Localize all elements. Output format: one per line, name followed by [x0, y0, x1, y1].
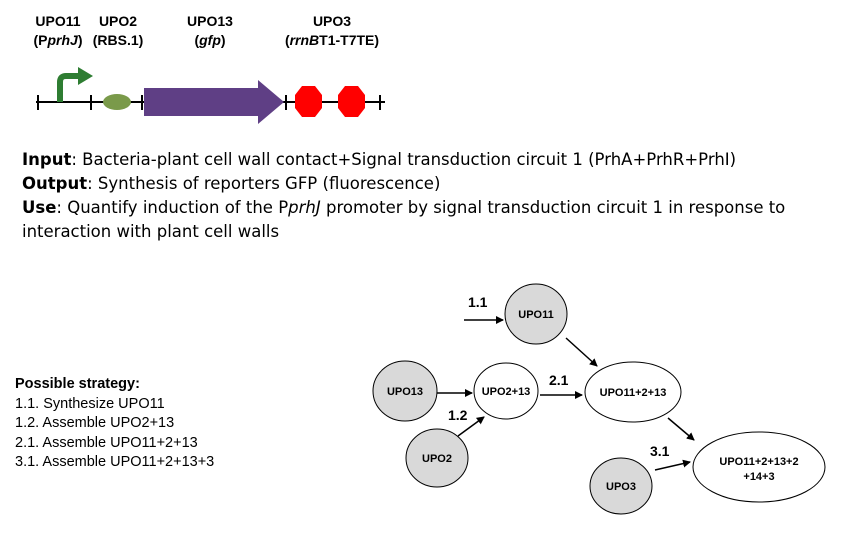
arrow-upo2-to-upo2-13	[457, 416, 485, 437]
part-label-upo11: UPO11 (PprhJ)	[28, 12, 88, 50]
node-upo2-13-label: UPO2+13	[482, 386, 531, 398]
part-code: UPO11	[35, 13, 81, 29]
part-label-upo13: UPO13 (gfp)	[180, 12, 240, 50]
part-code: UPO2	[98, 13, 138, 29]
node-upo11-2-13	[584, 361, 682, 423]
node-upo13	[372, 360, 438, 422]
use-line: Use: Quantify induction of the PprhJ pro…	[22, 196, 852, 244]
strategy-step: 2.1. Assemble UPO11+2+13	[15, 434, 198, 451]
promoter-icon	[57, 73, 80, 102]
cds-gfp-icon	[144, 80, 284, 124]
node-final-label-line2: +14+3	[743, 471, 774, 483]
node-upo11-label: UPO11	[518, 309, 553, 321]
node-final-label-line1: UPO11+2+13+2	[719, 456, 798, 468]
node-upo2-label: UPO2	[422, 453, 452, 465]
node-upo11-2-13-label: UPO11+2+13	[600, 387, 667, 399]
use-label: Use	[22, 198, 57, 217]
terminator-icon	[338, 86, 365, 117]
part-label-upo3: UPO3 (rrnBT1-T7TE)	[272, 12, 392, 50]
arrow-upo11-2-13-to-final	[667, 417, 695, 441]
node-upo3-label: UPO3	[606, 481, 636, 493]
part-label-upo2: UPO2 (RBS.1)	[88, 12, 148, 50]
output-text: : Synthesis of reporters GFP (fluorescen…	[87, 174, 441, 193]
node-upo2	[405, 428, 469, 488]
node-upo2-13	[473, 362, 539, 420]
part-function: (PprhJ)	[33, 32, 83, 48]
node-upo11	[504, 283, 568, 345]
strategy-step: 1.1. Synthesize UPO11	[15, 395, 165, 412]
input-line: Input: Bacteria-plant cell wall contact+…	[22, 148, 852, 172]
use-text-1: : Quantify induction of the P	[56, 198, 289, 217]
step-label-2-1: 2.1	[549, 372, 569, 388]
step-label-1-2: 1.2	[448, 407, 468, 423]
arrow-upo3-to-final	[654, 459, 691, 471]
strategy-title: Possible strategy:	[15, 376, 140, 392]
part-code: UPO3	[312, 13, 352, 29]
strategy-step: 1.2. Assemble UPO2+13	[15, 415, 175, 431]
use-text-2: promoter by signal transduction circuit …	[22, 198, 786, 241]
part-function: (gfp)	[194, 32, 226, 48]
input-text: : Bacteria-plant cell wall contact+Signa…	[71, 150, 737, 169]
strategy-step: 3.1. Assemble UPO11+2+13+3	[15, 454, 215, 470]
part-function: (RBS.1)	[92, 32, 144, 48]
output-label: Output	[22, 174, 88, 193]
node-upo3	[589, 457, 653, 515]
output-line: Output: Synthesis of reporters GFP (fluo…	[22, 172, 852, 196]
strategy-list: Possible strategy: 1.1. Synthesize UPO11…	[15, 375, 214, 473]
promoter-arrowhead-icon	[78, 67, 93, 85]
part-code: UPO13	[187, 13, 233, 29]
arrow-upo11-to-upo11-2-13	[565, 337, 598, 367]
step-label-3-1: 3.1	[650, 443, 670, 459]
node-upo13-label: UPO13	[387, 386, 423, 398]
terminator-icon	[295, 86, 322, 117]
rbs-icon	[103, 94, 131, 110]
step-label-1-1: 1.1	[468, 294, 488, 310]
node-final	[692, 431, 826, 503]
part-function: (rrnBT1-T7TE)	[284, 32, 380, 48]
use-italic: prhJ	[288, 198, 321, 217]
input-label: Input	[22, 150, 72, 169]
description: Input: Bacteria-plant cell wall contact+…	[22, 148, 852, 244]
